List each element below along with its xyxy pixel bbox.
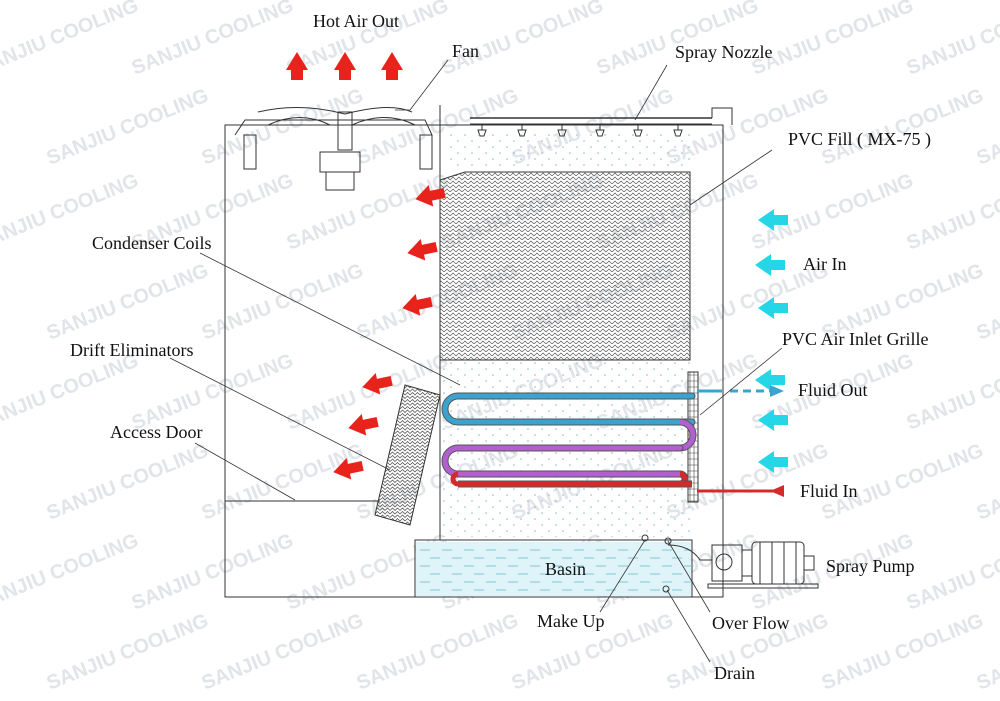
hot-air-arrow-group (402, 294, 433, 316)
watermark-text: SANJIU COOLING (199, 440, 367, 525)
label-make-up: Make Up (537, 611, 604, 631)
label-spray-pump: Spray Pump (826, 556, 915, 576)
spray-header (445, 107, 733, 170)
label-basin: Basin (545, 559, 586, 579)
air-in-arrow-icon (758, 451, 788, 473)
watermark-text: SANJIU COOLING (44, 610, 212, 695)
watermark-text: SANJIU COOLING (904, 350, 1000, 435)
coil-bend-right-1 (679, 419, 696, 451)
label-drain: Drain (714, 663, 755, 683)
condenser-coils (441, 392, 697, 488)
hot-air-left-arrow-icon (362, 373, 393, 395)
label-access-door: Access Door (110, 422, 202, 442)
label-air-in: Air In (803, 254, 847, 274)
make-up-valve (641, 534, 649, 542)
label-over-flow: Over Flow (712, 613, 790, 633)
watermark-text: SANJIU COOLING (44, 260, 212, 345)
watermark-text: SANJIU COOLING (0, 0, 142, 80)
watermark-text: SANJIU COOLING (199, 610, 367, 695)
hot-air-arrow-group (333, 458, 364, 480)
hot-air-arrow-group (415, 185, 446, 207)
air-in-arrow-icon (755, 369, 785, 391)
hot-air-side-arrows (333, 185, 446, 480)
hot-air-out-arrows (286, 52, 403, 80)
watermark-text: SANJIU COOLING (129, 530, 297, 615)
hot-air-left-arrow-icon (333, 458, 364, 480)
coil-run-top (442, 393, 695, 425)
hot-air-arrow-group (407, 239, 438, 261)
watermark-text: SANJIU COOLING (44, 85, 212, 170)
label-fluid-in: Fluid In (800, 481, 858, 501)
watermark-text: SANJIU COOLING (749, 0, 917, 80)
watermark-text: SANJIU COOLING (904, 530, 1000, 615)
watermark-text: SANJIU COOLING (904, 0, 1000, 80)
hot-air-left-arrow-icon (402, 294, 433, 316)
coil-bend-left-3 (450, 471, 459, 487)
fluid-in-arrow (697, 485, 784, 497)
watermark-text: SANJIU COOLING (199, 260, 367, 345)
air-in-arrow-icon (758, 409, 788, 431)
watermark-text: SANJIU COOLING (819, 85, 987, 170)
watermark-text: SANJIU COOLING (904, 170, 1000, 255)
watermark-text: SANJIU COOLING (819, 610, 987, 695)
hot-air-arrow-group (362, 373, 393, 395)
air-in-arrow-icon (758, 297, 788, 319)
hot-air-up-arrow-icon (334, 52, 356, 80)
air-in-arrow-icon (758, 209, 788, 231)
label-condenser-coils: Condenser Coils (92, 233, 212, 253)
drain-fitting (662, 585, 670, 593)
leader-lines (169, 59, 783, 663)
overflow-fitting (664, 537, 672, 545)
hot-air-arrow-group (348, 414, 379, 436)
label-fluid-out: Fluid Out (798, 380, 868, 400)
watermark-text: SANJIU COOLING (354, 610, 522, 695)
watermark-text: SANJIU COOLING (199, 85, 367, 170)
hot-air-left-arrow-icon (407, 239, 438, 261)
label-spray-nozzle: Spray Nozzle (675, 42, 772, 62)
pvc-fill (439, 171, 691, 361)
watermark-text: SANJIU COOLING (284, 170, 452, 255)
watermark-text: SANJIU COOLING (129, 0, 297, 80)
air-in-arrows (755, 209, 788, 473)
hot-air-left-arrow-icon (415, 185, 446, 207)
label-pvc-fill: PVC Fill ( MX-75 ) (788, 129, 931, 150)
watermark-text: SANJIU COOLING (439, 0, 607, 80)
label-pvc-air-inlet-grille: PVC Air Inlet Grille (782, 329, 929, 349)
label-drift-eliminators: Drift Eliminators (70, 340, 193, 360)
air-in-arrow-icon (755, 254, 785, 276)
watermark-text: SANJIU COOLING (0, 530, 142, 615)
hot-air-up-arrow-icon (286, 52, 308, 80)
fan-assembly (234, 106, 433, 191)
labels: Hot Air Out Fan Spray Nozzle PVC Fill ( … (70, 11, 931, 683)
watermark-text: SANJIU COOLING (44, 440, 212, 525)
label-fan: Fan (452, 41, 479, 61)
fluid-out-arrow (697, 385, 784, 397)
drift-eliminator (374, 384, 441, 526)
label-hot-air-out: Hot Air Out (313, 11, 399, 31)
hot-air-up-arrow-icon (381, 52, 403, 80)
watermark-text: SANJIU COOLING (594, 0, 762, 80)
spray-pump (667, 541, 819, 589)
basin (416, 542, 694, 596)
hot-air-left-arrow-icon (348, 414, 379, 436)
